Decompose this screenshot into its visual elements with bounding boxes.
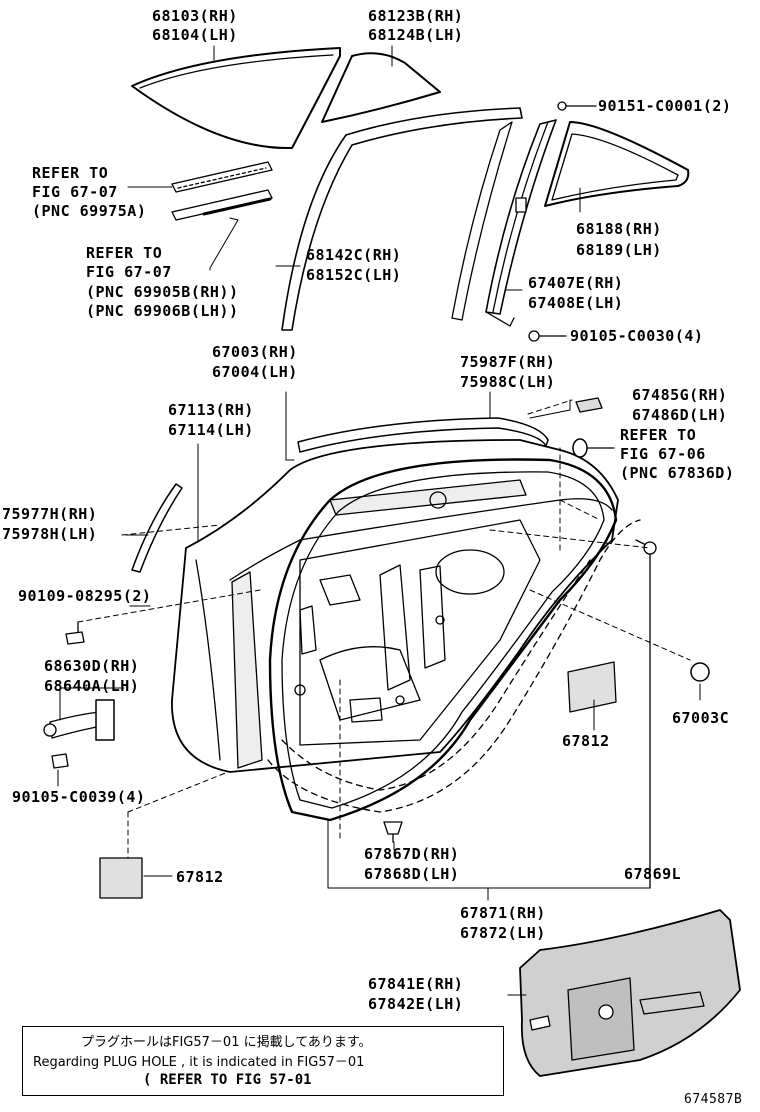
label-67003: 67003(RH) <box>212 343 298 361</box>
note-line-refer: ( REFER TO FIG 57-01 <box>143 1072 312 1088</box>
label-68142c: 68142C(RH) <box>306 246 402 264</box>
belt-moulding-lower <box>171 189 273 221</box>
pillar-moulding <box>131 483 183 573</box>
label-90105-c0039: 90105-C0039(4) <box>12 788 146 806</box>
label-67485g: 67485G(RH) <box>632 386 728 404</box>
label-68188: 68188(RH) <box>576 220 662 238</box>
label-68124b: 68124B(LH) <box>368 26 464 44</box>
label-68103: 68103(RH) <box>152 7 238 25</box>
label-67003c: 67003C <box>672 709 730 727</box>
label-ref1-b: FIG 67-07 <box>32 183 118 201</box>
plug-hole-note: プラグホールはFIG57－01 に掲載してあります。 Regarding PLU… <box>22 1026 504 1096</box>
rear-quarter-glass <box>544 121 690 207</box>
label-67113: 67113(RH) <box>168 401 254 419</box>
label-67004: 67004(LH) <box>212 363 298 381</box>
door-trim-board <box>519 909 741 1077</box>
pad-67812-left <box>99 857 143 899</box>
label-68152c: 68152C(LH) <box>306 266 402 284</box>
label-ref2-a: REFER TO <box>86 244 163 262</box>
label-ref3-c: (PNC 67836D) <box>620 464 735 482</box>
screw-90105-c0030 <box>528 330 567 342</box>
label-ref2-c: (PNC 69905B(RH)) <box>86 283 239 301</box>
label-90109: 90109-08295(2) <box>18 587 152 605</box>
clip-67003c <box>690 662 710 682</box>
label-67812-left: 67812 <box>176 868 224 886</box>
label-ref2-b: FIG 67-07 <box>86 263 172 281</box>
division-bar <box>485 119 557 327</box>
clip-upper-right <box>635 539 657 889</box>
label-68123b: 68123B(RH) <box>368 7 464 25</box>
label-ref1-c: (PNC 69975A) <box>32 202 147 220</box>
label-75977h: 75977H(RH) <box>2 505 98 523</box>
label-67871: 67871(RH) <box>460 904 546 922</box>
bolt-90105-c0039 <box>51 753 69 769</box>
label-ref3-b: FIG 67-06 <box>620 445 706 463</box>
clip-67867d <box>383 821 403 843</box>
run-channel <box>281 107 523 331</box>
label-67407e: 67407E(RH) <box>528 274 624 292</box>
door-panel <box>171 439 619 773</box>
label-ref1-a: REFER TO <box>32 164 109 182</box>
grommet <box>572 438 615 458</box>
label-ref3-a: REFER TO <box>620 426 697 444</box>
cover-67485g <box>575 397 603 413</box>
outer-weatherstrip <box>297 417 549 453</box>
label-67872: 67872(LH) <box>460 924 546 942</box>
note-line-english: Regarding PLUG HOLE , it is indicated in… <box>33 1055 365 1070</box>
door-check <box>43 699 115 741</box>
pad-67812-right <box>567 661 617 713</box>
note-line-japanese: プラグホールはFIG57－01 に掲載してあります。 <box>81 1035 372 1050</box>
bolt-90109 <box>65 621 85 645</box>
belt-moulding-upper <box>171 161 273 193</box>
label-68640a: 68640A(LH) <box>44 677 140 695</box>
door-weatherstrip <box>268 458 618 822</box>
label-67114: 67114(LH) <box>168 421 254 439</box>
label-67812-right: 67812 <box>562 732 610 750</box>
leader-lines <box>57 45 701 996</box>
label-75987f: 75987F(RH) <box>460 353 556 371</box>
label-75988c: 75988C(LH) <box>460 373 556 391</box>
label-90105-c0030: 90105-C0030(4) <box>570 327 704 345</box>
label-67867d: 67867D(RH) <box>364 845 460 863</box>
label-90151: 90151-C0001(2) <box>598 97 732 115</box>
label-75978h: 75978H(LH) <box>2 525 98 543</box>
label-68104: 68104(LH) <box>152 26 238 44</box>
quarter-glass <box>321 52 441 123</box>
label-67869l: 67869L <box>624 865 682 883</box>
label-67408e: 67408E(LH) <box>528 294 624 312</box>
label-67842e: 67842E(LH) <box>368 995 464 1013</box>
opening-trim-dashed <box>267 519 641 813</box>
front-door-glass <box>131 47 341 150</box>
label-68630d: 68630D(RH) <box>44 657 140 675</box>
label-ref2-d: (PNC 69906B(LH)) <box>86 302 239 320</box>
diagram-id: 674587B <box>684 1092 743 1107</box>
label-67868d: 67868D(LH) <box>364 865 460 883</box>
label-67841e: 67841E(RH) <box>368 975 464 993</box>
label-68189: 68189(LH) <box>576 241 662 259</box>
screw-90151 <box>557 101 597 111</box>
label-67486d: 67486D(LH) <box>632 406 728 424</box>
